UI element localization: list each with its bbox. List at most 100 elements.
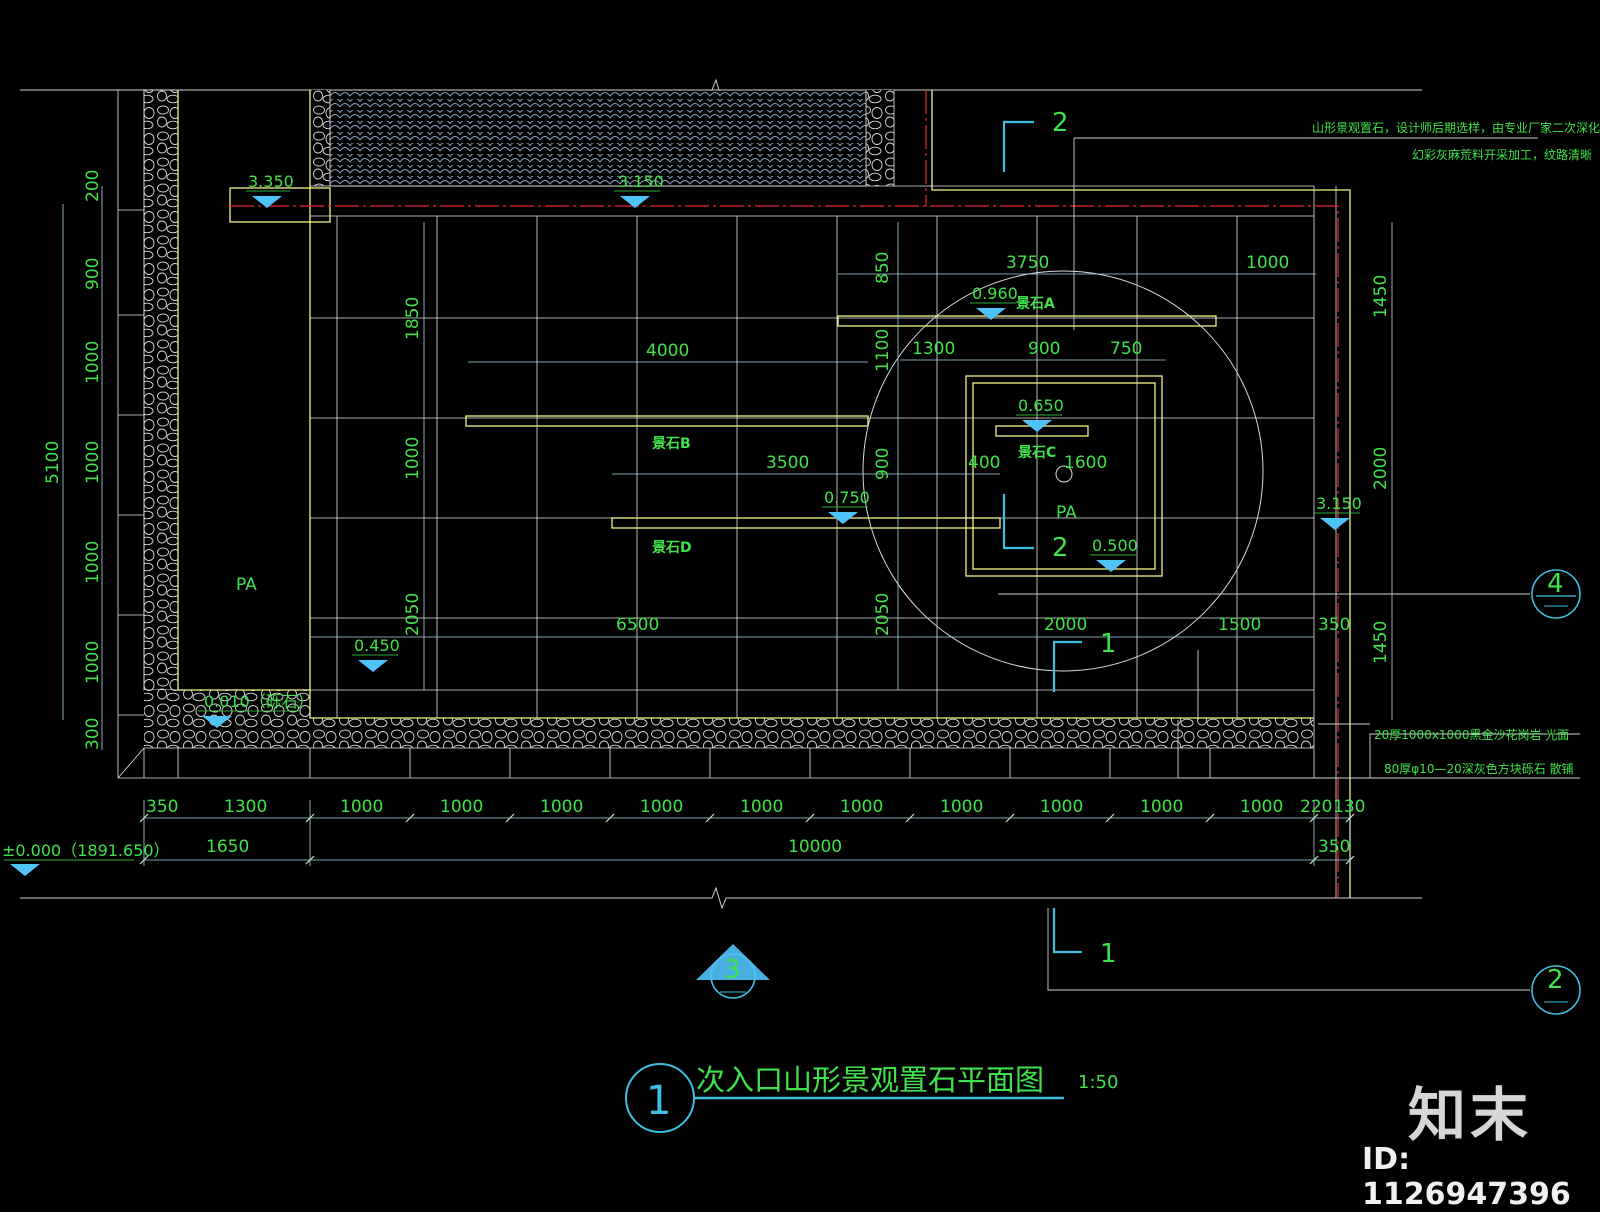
dim-1500: 1500 — [1218, 615, 1261, 635]
section-mark-1-mid: 1 — [1100, 629, 1117, 659]
stone-c-label: 景石C — [1018, 445, 1056, 461]
dim-b1-3: 1000 — [440, 797, 483, 817]
top-note-line-2: 幻彩灰麻荒料开采加工，纹路清晰 — [1412, 147, 1592, 162]
dimension-lines — [62, 186, 1393, 866]
title-number: 1 — [646, 1078, 671, 1124]
section-cut-marks — [1002, 120, 1082, 954]
section-mark-2-mid: 2 — [1052, 533, 1069, 563]
drawing-title-block: 1 次入口山形景观置石平面图 1:50 — [625, 1063, 1118, 1133]
title-text: 次入口山形景观置石平面图 — [696, 1063, 1044, 1097]
dimension-ticks — [139, 813, 1355, 865]
dim-b1-12: 220 — [1300, 797, 1332, 817]
inner-dimensions: 3750 1000 1300 900 750 4000 3500 400 160… — [403, 252, 1350, 636]
dim-750: 750 — [1110, 339, 1142, 359]
dim-left-900: 900 — [83, 258, 103, 290]
dim-left-200: 200 — [83, 170, 103, 202]
dim-2000: 2000 — [1044, 615, 1087, 635]
dim-b1-13: 130 — [1333, 797, 1365, 817]
dim-right-1450-a: 1450 — [1371, 275, 1391, 318]
stone-d-label: 景石D — [652, 540, 692, 556]
material-note-granite: 20厚1000x1000黑金沙花岗岩 光面 — [1374, 727, 1569, 742]
dim-b1-9: 1000 — [1040, 797, 1083, 817]
bottom-dimensions-row-1: 350 1300 1000 1000 1000 1000 1000 1000 1… — [146, 797, 1365, 817]
dim-left-1000-b: 1000 — [83, 441, 103, 484]
dim-6500: 6500 — [616, 615, 659, 635]
dim-b1-6: 1000 — [740, 797, 783, 817]
level-markers — [10, 196, 1350, 876]
red-axis-lines — [230, 90, 1339, 898]
detail-mark-3-number: 3 — [724, 955, 741, 985]
level-0500: 0.500 — [1092, 536, 1138, 555]
dim-b1-0: 350 — [146, 797, 178, 817]
stone-layout-circle — [862, 270, 1264, 672]
water-feature-hatch — [329, 89, 867, 187]
dim-b2-10000: 10000 — [788, 837, 842, 857]
level-0650: 0.650 — [1018, 396, 1064, 415]
dim-b1-10: 1000 — [1140, 797, 1183, 817]
dim-400: 400 — [968, 453, 1000, 473]
level-0450: 0.450 — [354, 636, 400, 655]
top-note-line-1: 山形景观置石，设计师后期选样，由专业厂家二次深化 — [1312, 120, 1600, 135]
dim-b1-5: 1000 — [640, 797, 683, 817]
dim-3750: 3750 — [1006, 253, 1049, 273]
stone-b-label: 景石B — [652, 436, 691, 452]
pa-label-left: PA — [236, 575, 257, 595]
pa-label-right: PA — [1056, 503, 1077, 523]
level-datum: ±0.000（1891.650） — [2, 841, 170, 860]
level-0750: 0.750 — [824, 488, 870, 507]
material-note-gravel: 80厚φ10—20深灰色方块砾石 散铺 — [1384, 761, 1574, 776]
left-dimensions: 200 900 1000 1000 1000 1000 300 5100 — [43, 170, 103, 750]
dim-1000-top: 1000 — [1246, 253, 1289, 273]
detail-mark-2-number: 2 — [1547, 965, 1564, 995]
dim-1000-v: 1000 — [403, 437, 423, 480]
dim-900-h: 900 — [1028, 339, 1060, 359]
dim-left-1000-a: 1000 — [83, 341, 103, 384]
dim-b1-8: 1000 — [940, 797, 983, 817]
dim-1300: 1300 — [912, 339, 955, 359]
bottom-dimensions-row-2: 1650 10000 350 — [206, 837, 1350, 857]
dim-350-inner: 350 — [1318, 615, 1350, 635]
dim-3500: 3500 — [766, 453, 809, 473]
dim-right-2000: 2000 — [1371, 447, 1391, 490]
dim-1850: 1850 — [403, 297, 423, 340]
brand-watermark: 知末 — [1408, 1081, 1533, 1149]
dim-b1-7: 1000 — [840, 797, 883, 817]
leader-lines — [998, 137, 1580, 991]
stone-a-label: 景石A — [1016, 296, 1055, 312]
paving-grid — [117, 90, 1337, 898]
detail-mark-4: 4 — [1531, 569, 1581, 619]
dim-left-300: 300 — [83, 718, 103, 750]
section-mark-1-bottom: 1 — [1100, 939, 1117, 969]
dim-2050-b: 2050 — [873, 593, 893, 636]
dim-b1-2: 1000 — [340, 797, 383, 817]
level-0960: 0.960 — [972, 284, 1018, 303]
dim-left-1000-d: 1000 — [83, 641, 103, 684]
level-3350: 3.350 — [248, 172, 294, 191]
dim-left-1000-c: 1000 — [83, 541, 103, 584]
dim-b2-350: 350 — [1318, 837, 1350, 857]
dim-4000: 4000 — [646, 341, 689, 361]
level-3150-right: 3.150 — [1316, 494, 1362, 513]
detail-mark-2: 2 — [1531, 965, 1581, 1015]
right-dimensions: 1450 2000 1450 — [1371, 275, 1391, 664]
dim-b2-1650: 1650 — [206, 837, 249, 857]
level-marker-underlines — [4, 190, 1360, 861]
dim-left-total-5100: 5100 — [43, 441, 63, 484]
dim-b1-4: 1000 — [540, 797, 583, 817]
level-0010-gravel: 0.010（砾石） — [204, 692, 314, 711]
dim-b1-1: 1300 — [224, 797, 267, 817]
dim-right-1450-b: 1450 — [1371, 621, 1391, 664]
stone-center-mark — [1055, 465, 1073, 483]
dim-b1-11: 1000 — [1240, 797, 1283, 817]
pebble-gravel-edges — [143, 89, 1314, 748]
dim-850: 850 — [873, 252, 893, 284]
dim-2050-a: 2050 — [403, 593, 423, 636]
detail-mark-3: 3 — [696, 944, 770, 999]
title-scale: 1:50 — [1078, 1072, 1118, 1093]
detail-mark-4-number: 4 — [1547, 569, 1564, 599]
level-3150-top: 3.150 — [618, 172, 664, 191]
dim-1100: 1100 — [873, 329, 893, 372]
dim-900-v: 900 — [873, 448, 893, 480]
dim-1600: 1600 — [1064, 453, 1107, 473]
